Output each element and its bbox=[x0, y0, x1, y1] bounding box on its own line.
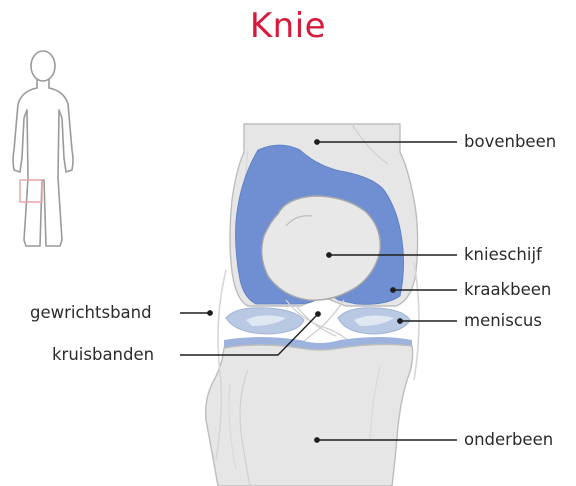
label-kraakbeen: kraakbeen bbox=[464, 280, 551, 300]
label-knieschijf: knieschijf bbox=[464, 245, 542, 265]
label-gewrichtsband: gewrichtsband bbox=[30, 303, 152, 323]
knee-highlight-box bbox=[20, 180, 42, 202]
label-onderbeen: onderbeen bbox=[464, 430, 553, 450]
body-silhouette-icon bbox=[13, 51, 73, 246]
label-kruisbanden: kruisbanden bbox=[52, 345, 154, 365]
label-meniscus: meniscus bbox=[464, 311, 542, 331]
tibia-bone bbox=[206, 344, 413, 486]
label-bovenbeen: bovenbeen bbox=[464, 132, 556, 152]
